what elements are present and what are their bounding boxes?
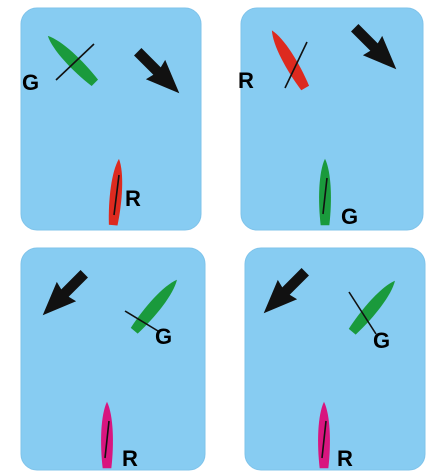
boat-label-r: R — [122, 446, 138, 471]
boat-mast — [322, 177, 328, 215]
boat-label-g: G — [341, 204, 358, 229]
panel-top-right: R G — [238, 7, 424, 231]
water-area — [20, 247, 206, 471]
panel-bottom-right: G R — [244, 247, 426, 471]
boat-label-r: R — [238, 68, 254, 93]
boat-label-g: G — [373, 328, 390, 353]
boat-mast — [124, 310, 159, 332]
boat-mast — [113, 174, 120, 216]
boat-mast — [104, 420, 110, 459]
boat-label-r: R — [125, 186, 141, 211]
boat-mast — [284, 41, 308, 89]
boat-label-g: G — [155, 324, 172, 349]
boat-label-r: R — [337, 446, 353, 471]
boat-label-g: G — [22, 70, 39, 95]
boat-mast — [55, 43, 95, 81]
water-area — [240, 7, 424, 231]
water-area — [244, 247, 426, 471]
boat-mast — [348, 291, 377, 335]
panel-top-left: G R — [20, 7, 202, 231]
panel-bottom-left: G R — [20, 247, 206, 471]
boat-mast — [321, 420, 327, 459]
